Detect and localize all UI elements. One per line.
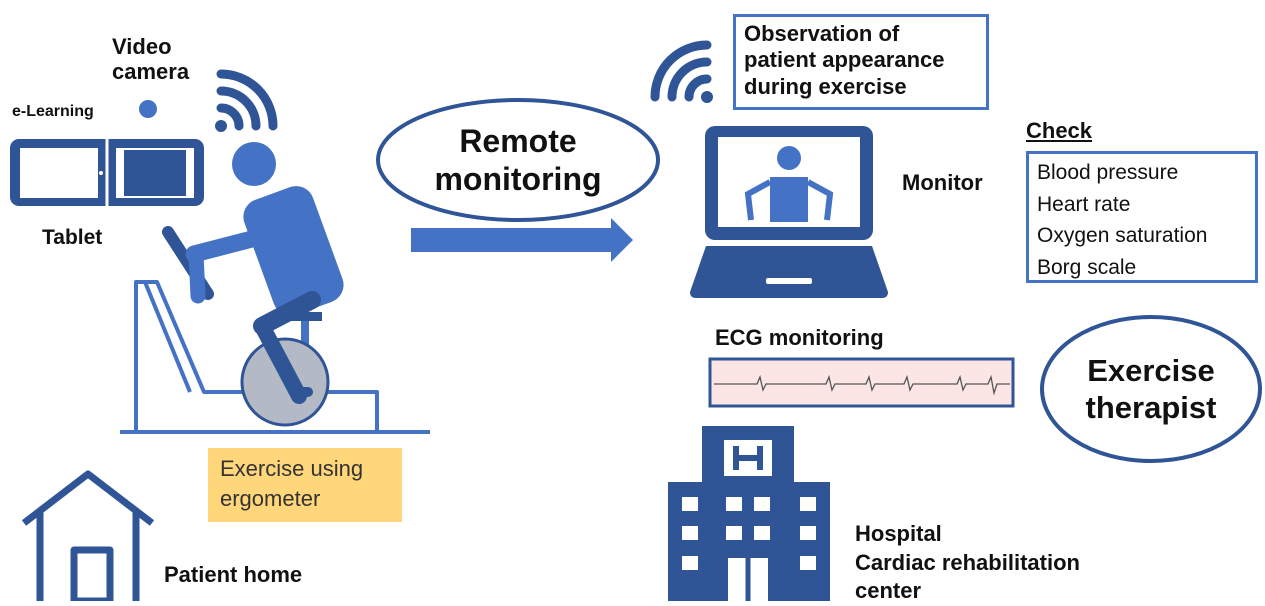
patient-on-ergometer-icon [120, 142, 430, 434]
laptop-icon [690, 126, 888, 298]
wifi-icon [215, 69, 278, 132]
tablet-label: Tablet [42, 226, 103, 249]
video-camera-label: Video camera [112, 34, 190, 85]
elearning-label: e-Learning [12, 103, 94, 120]
hospital-label: Hospital Cardiac rehabilitation center [855, 521, 1080, 604]
remote-monitoring-ellipse [376, 98, 660, 222]
check-item-borg-scale: Borg scale [1037, 255, 1137, 279]
check-item-oxygen-saturation: Oxygen saturation [1037, 224, 1208, 247]
check-title: Check [1026, 118, 1093, 143]
check-item-blood-pressure: Blood pressure [1037, 161, 1179, 184]
camera-icon [139, 100, 157, 118]
therapist-ellipse [1040, 315, 1262, 463]
exercise-therapist-label: Exercise therapist [1085, 352, 1217, 425]
monitor-label: Monitor [902, 170, 983, 195]
tablet-icon [10, 139, 204, 206]
wifi-icon-hospital [650, 40, 713, 103]
house-icon [21, 470, 155, 601]
patient-home-label: Patient home [164, 562, 303, 587]
ecg-monitoring-label: ECG monitoring [715, 325, 884, 350]
check-item-heart-rate: Heart rate [1037, 192, 1131, 216]
observation-label: Observation of patient appearance during… [733, 14, 989, 110]
exercise-ergometer-label: Exercise using ergometer [208, 448, 402, 522]
remote-monitoring-label: Remote monitoring [434, 122, 602, 197]
check-list: Blood pressure Heart rate Oxygen saturat… [1026, 151, 1258, 283]
hospital-building-icon [668, 426, 830, 601]
arrow-icon [411, 218, 633, 262]
ecg-strip [708, 357, 1015, 408]
